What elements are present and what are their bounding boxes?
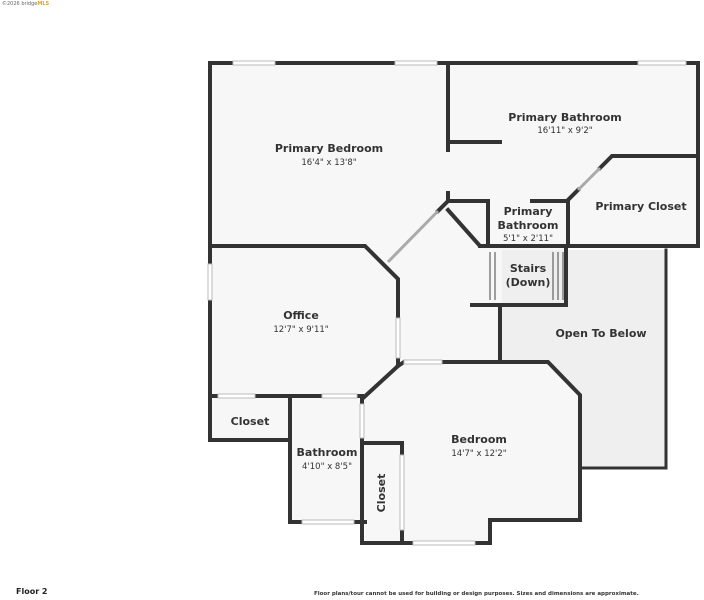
room-labels: Primary Bedroom 16'4" x 13'8" Primary Ba… [231, 111, 687, 512]
door-bathroom [359, 403, 365, 439]
room-dims-primary-bathroom-small: 5'1" x 2'11" [503, 234, 553, 244]
walls [208, 61, 700, 545]
door-bath-top [321, 393, 358, 399]
primary-bath-divider [446, 61, 502, 152]
room-name-bathroom: Bathroom [297, 446, 358, 459]
door-bedroom [403, 359, 443, 365]
door-bedroom-closet [399, 454, 405, 531]
room-name-primary-bathroom: Primary Bathroom [508, 111, 621, 124]
upper-floor-fill [210, 63, 698, 543]
room-name-primary-bedroom: Primary Bedroom [275, 142, 383, 155]
bedroom-walls [360, 359, 582, 545]
bedroom-closet-walls [363, 441, 404, 545]
disclaimer: Floor plans/tour cannot be used for buil… [314, 591, 639, 597]
door-closet-left [217, 393, 256, 399]
door-primary-bedroom [386, 209, 440, 264]
room-name-closet-left: Closet [231, 415, 270, 428]
openings [207, 60, 687, 546]
door-primary-closet [576, 166, 602, 192]
room-dims-primary-bathroom: 16'11" x 9'2" [537, 126, 592, 136]
window-bedroom-top-1 [232, 60, 276, 66]
room-dims-office: 12'7" x 9'11" [273, 325, 328, 335]
watermark-prefix: ©2026 bridge [2, 1, 38, 7]
window-bath-top [637, 60, 687, 66]
small-bath-walls [445, 199, 568, 248]
window-bath-bottom [301, 519, 355, 525]
watermark-brand: MLS [37, 1, 50, 7]
room-name-closet-bedroom: Closet [375, 474, 388, 513]
outer-wall [208, 61, 700, 442]
room-name-stairs-2: (Down) [506, 276, 551, 289]
stairs-treads [489, 252, 564, 300]
room-name-open-to-below: Open To Below [555, 327, 646, 340]
watermark: ©2026 bridgeMLS [2, 1, 49, 7]
window-office-left [207, 263, 213, 301]
room-name-primary-bathroom-small-1: Primary [504, 205, 553, 218]
door-office [395, 317, 401, 359]
room-name-primary-bathroom-small-2: Bathroom [498, 219, 559, 232]
room-name-stairs-1: Stairs [510, 262, 547, 275]
floor-fills [210, 63, 698, 543]
room-dims-bathroom: 4'10" x 8'5" [302, 462, 352, 472]
window-bedroom-bottom [412, 540, 476, 546]
room-name-primary-closet: Primary Closet [595, 200, 686, 213]
room-name-bedroom: Bedroom [451, 433, 507, 446]
room-dims-primary-bedroom: 16'4" x 13'8" [301, 158, 356, 168]
room-dims-bedroom: 14'7" x 12'2" [451, 449, 506, 459]
floor-label: Floor 2 [16, 587, 48, 596]
room-name-office: Office [283, 309, 319, 322]
open-below-walls [580, 248, 668, 470]
stairs-walls [470, 244, 568, 364]
window-bedroom-top-2 [394, 60, 438, 66]
